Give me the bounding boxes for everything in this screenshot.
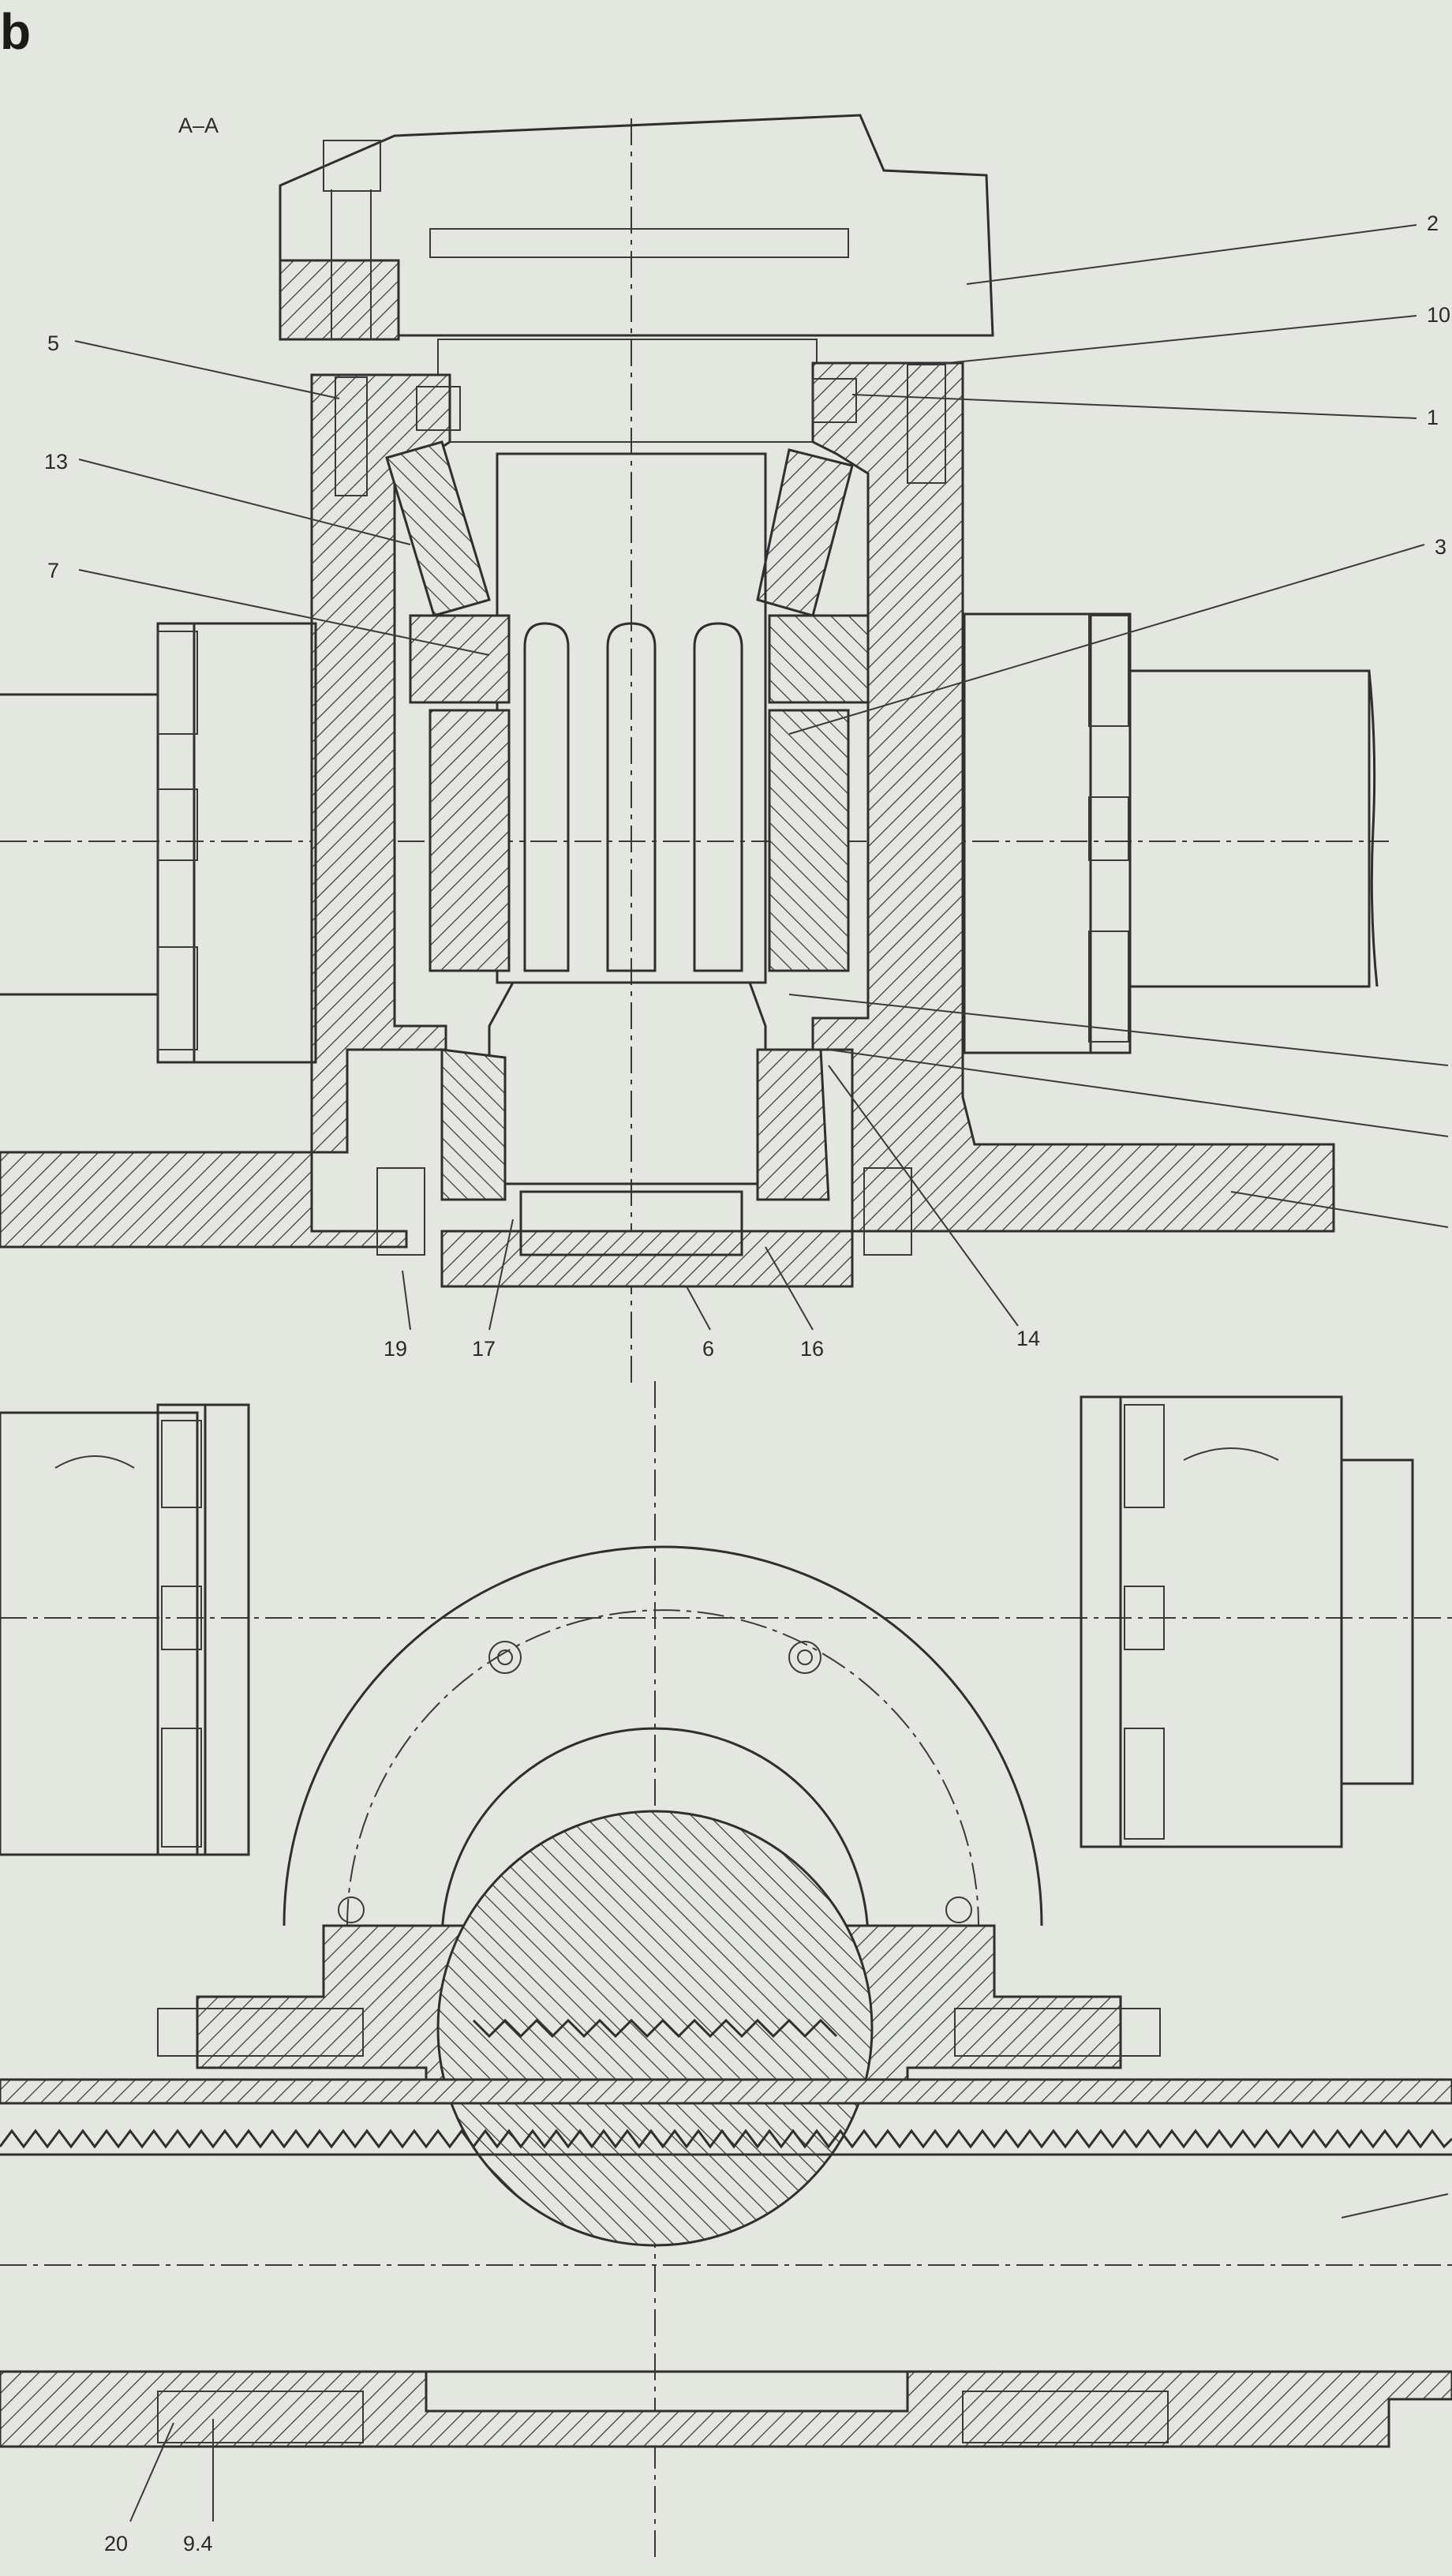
section-view: 5 13 7 2 10 1 3 19 17 6 16 14 xyxy=(0,114,1450,1389)
section-label: A–A xyxy=(178,114,219,137)
callout-3: 3 xyxy=(1435,535,1446,559)
callout-13: 13 xyxy=(44,450,68,474)
callout-6: 6 xyxy=(702,1337,714,1361)
callout-20: 20 xyxy=(104,2532,128,2555)
callout-7: 7 xyxy=(47,559,59,582)
callout-5: 5 xyxy=(47,331,59,355)
callout-9-4: 9.4 xyxy=(183,2532,213,2555)
front-view: 20 9.4 xyxy=(0,1381,1452,2557)
callout-2: 2 xyxy=(1427,212,1439,235)
callout-16: 16 xyxy=(800,1337,824,1361)
callout-19: 19 xyxy=(384,1337,407,1361)
callout-14: 14 xyxy=(1016,1327,1040,1350)
callout-1: 1 xyxy=(1427,406,1439,429)
callout-10: 10 xyxy=(1427,303,1450,327)
callout-17: 17 xyxy=(472,1337,496,1361)
panel-letter: b xyxy=(0,3,31,60)
